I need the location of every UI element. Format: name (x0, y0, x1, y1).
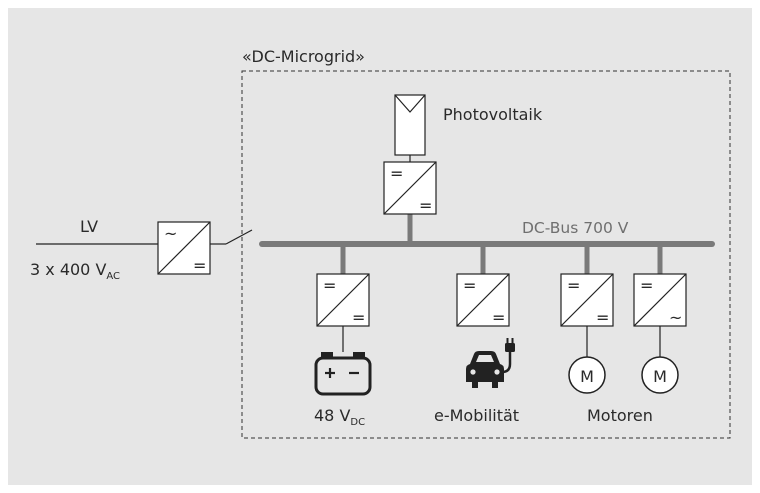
svg-text:=: = (323, 276, 336, 295)
svg-text:=: = (463, 276, 476, 295)
motor-icon: M (568, 356, 606, 394)
plug-icon (501, 338, 515, 374)
switch-icon (225, 229, 253, 245)
microgrid-boundary (241, 70, 731, 439)
pv-label: Photovoltaik (443, 105, 543, 124)
svg-text:M: M (653, 367, 667, 386)
electric-car-icon (466, 351, 504, 388)
battery-icon (314, 352, 372, 396)
pv-converter-icon: = = (383, 161, 437, 215)
grid-converter-icon: ~ = (157, 221, 211, 275)
grid-voltage: 3 x 400 VAC (30, 260, 120, 282)
motors-label: Motoren (587, 406, 653, 425)
svg-text:~: ~ (164, 224, 177, 243)
svg-text:=: = (390, 164, 403, 183)
dc-bus-label: DC-Bus 700 V (522, 219, 629, 237)
svg-text:=: = (419, 196, 432, 215)
ev-converter-icon: = = (456, 273, 510, 327)
svg-text:=: = (492, 308, 505, 327)
motor2-converter-icon: = ~ (633, 273, 687, 327)
svg-text:=: = (596, 308, 609, 327)
svg-text:=: = (567, 276, 580, 295)
solar-panel-icon (394, 94, 426, 156)
microgrid-title: «DC-Microgrid» (242, 47, 365, 66)
ev-label: e-Mobilität (434, 406, 519, 425)
bus-drops (340, 214, 663, 274)
svg-text:=: = (352, 308, 365, 327)
battery-converter-icon: = = (316, 273, 370, 327)
svg-text:=: = (640, 276, 653, 295)
svg-text:=: = (193, 256, 206, 275)
battery-voltage: 48 VDC (314, 406, 365, 428)
svg-text:M: M (580, 367, 594, 386)
motor-icon: M (641, 356, 679, 394)
svg-text:~: ~ (669, 308, 682, 327)
motor1-converter-icon: = = (560, 273, 614, 327)
lv-label: LV (80, 217, 98, 236)
